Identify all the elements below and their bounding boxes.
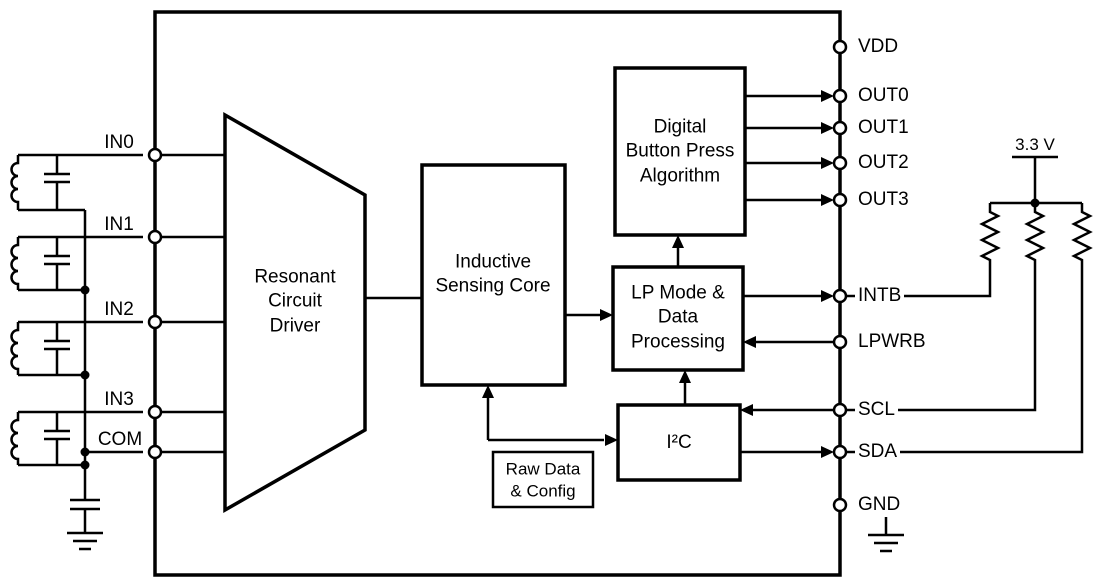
inductor-icon xyxy=(10,155,20,210)
junction-dot xyxy=(80,370,90,380)
raw-data-config-block xyxy=(491,450,595,509)
i2c-label: I²C xyxy=(666,431,692,453)
scl-external-wire xyxy=(846,268,1037,412)
pin-circle-out3 xyxy=(832,192,848,208)
pin-label-in2: IN2 xyxy=(104,298,134,320)
arrowhead-intb xyxy=(821,290,834,302)
arrowhead-raw-to-core xyxy=(482,385,494,398)
arrowhead-out1 xyxy=(821,122,834,134)
pin-label-lpwrb: LPWRB xyxy=(855,330,929,354)
pin-circle-sda xyxy=(832,444,848,460)
capacitor-icon xyxy=(70,498,100,511)
capacitor-icon xyxy=(44,155,70,210)
arrowhead-scl xyxy=(740,404,753,416)
resistor-icon xyxy=(1071,203,1093,268)
out-wires xyxy=(745,94,822,202)
arrowhead-lpwrb xyxy=(743,336,756,348)
pin-circle-com xyxy=(147,444,163,460)
supply-bar-icon xyxy=(1012,155,1058,203)
resonant-circuit-driver-label: Resonant Circuit Driver xyxy=(254,266,336,337)
pin-circle-lpwrb xyxy=(832,334,848,350)
pin-label-vdd: VDD xyxy=(855,35,902,59)
pin-circle-scl xyxy=(832,402,848,418)
resonant-circuit-driver-block xyxy=(223,111,367,514)
arrowhead-raw-to-i2c xyxy=(605,434,618,446)
junction-dot xyxy=(80,447,90,457)
digital-button-press-algorithm-label: Digital Button Press Algorithm xyxy=(625,116,735,187)
arrowhead-out0 xyxy=(821,90,834,102)
junction-dot xyxy=(1030,198,1040,208)
pin-circle-in3 xyxy=(147,404,163,420)
sda-external-wire xyxy=(846,268,1084,454)
pin-circle-intb xyxy=(832,288,848,304)
pin-circle-in2 xyxy=(147,314,163,330)
blocks xyxy=(223,66,747,514)
capacitor-icon xyxy=(44,322,70,375)
pin-circles xyxy=(147,39,848,513)
pin-label-gnd: GND xyxy=(855,493,904,517)
inductive-sensing-core-label: Inductive Sensing Core xyxy=(435,251,551,297)
arrowhead-lp-to-algorithm xyxy=(672,235,684,248)
lp-mode-data-processing-label: LP Mode & Data Processing xyxy=(631,282,725,353)
pin-label-out2: OUT2 xyxy=(855,151,912,175)
pin-circle-out0 xyxy=(832,88,848,104)
pin-circle-out1 xyxy=(832,120,848,136)
junction-dot xyxy=(80,460,90,470)
junction-dot xyxy=(80,285,90,295)
junction-dots-left xyxy=(80,285,90,470)
resistor-icon xyxy=(979,203,1001,268)
ground-icon xyxy=(868,516,904,553)
input-wires xyxy=(161,153,225,454)
arrowhead-out2 xyxy=(821,157,834,169)
pin-label-in1: IN1 xyxy=(104,213,134,235)
capacitor-icon xyxy=(44,412,70,465)
digital-button-press-algorithm-block xyxy=(613,66,747,237)
pin-circle-gnd xyxy=(832,497,848,513)
pin-label-in0: IN0 xyxy=(104,131,134,153)
arrowhead-i2c-to-lp xyxy=(679,370,691,383)
arrowhead-sda xyxy=(821,446,834,458)
arrowhead-out3 xyxy=(821,194,834,206)
pin-circle-vdd xyxy=(832,39,848,55)
pin-circle-in0 xyxy=(147,147,163,163)
pin-label-out3: OUT3 xyxy=(855,188,912,212)
inductor-icon xyxy=(10,412,20,465)
arrowhead-core-to-lp xyxy=(600,309,613,321)
inductor-icon xyxy=(10,322,20,375)
lc-tank-network xyxy=(10,153,143,551)
pullup-network xyxy=(846,155,1093,553)
lp-mode-data-processing-block xyxy=(611,265,745,372)
pin-label-intb: INTB xyxy=(855,284,905,308)
pin-label-in3: IN3 xyxy=(104,388,134,410)
pin-label-out0: OUT0 xyxy=(855,84,912,108)
supply-voltage-label: 3.3 V xyxy=(1015,135,1055,155)
internal-wires xyxy=(161,94,834,454)
pin-label-com: COM xyxy=(97,428,143,450)
i2c-block xyxy=(616,403,742,482)
pin-label-out1: OUT1 xyxy=(855,116,912,140)
pin-circle-in1 xyxy=(147,229,163,245)
pin-label-sda: SDA xyxy=(855,440,901,464)
resistor-icon xyxy=(1024,203,1046,268)
ground-icon xyxy=(67,531,103,551)
raw-data-config-label: Raw Data & Config xyxy=(505,459,581,500)
arrowheads xyxy=(482,90,834,458)
inductor-icon xyxy=(10,237,20,290)
capacitor-icon xyxy=(44,237,70,290)
pin-label-scl: SCL xyxy=(855,398,898,422)
inductive-sensing-core-block xyxy=(420,163,567,387)
pin-circle-out2 xyxy=(832,155,848,171)
